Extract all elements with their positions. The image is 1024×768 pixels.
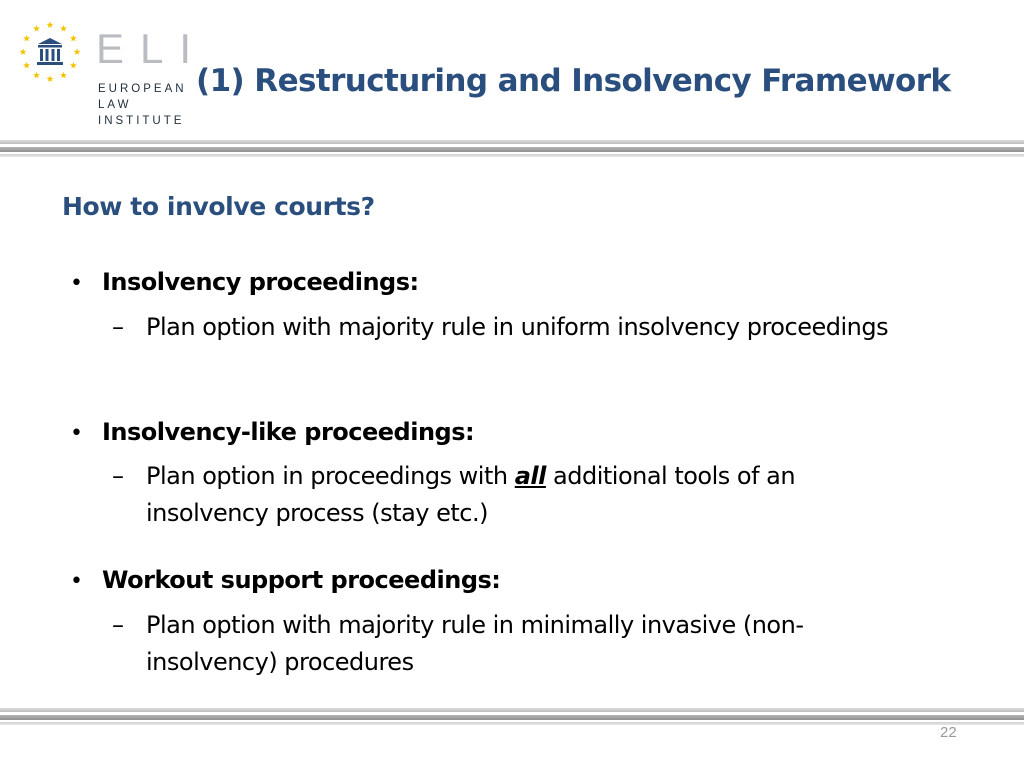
bullet-label: Insolvency-like proceedings: — [102, 418, 475, 446]
eli-emblem-icon — [19, 21, 81, 82]
slide-subtitle: How to involve courts? — [62, 192, 375, 221]
bullet-item: • Insolvency-like proceedings: — [70, 418, 475, 446]
bullet-label: Insolvency proceedings: — [102, 268, 419, 296]
page-number: 22 — [940, 724, 957, 741]
star-icon — [69, 61, 77, 69]
sub-dash: – — [112, 462, 124, 490]
star-icon — [19, 48, 27, 55]
bullet-label: Workout support proceedings: — [102, 566, 501, 594]
star-icon — [46, 21, 54, 28]
star-icon — [73, 48, 81, 55]
logo-line-law: LAW — [98, 99, 132, 111]
sub-text: Plan option with majority rule in minima… — [146, 611, 804, 676]
footer-divider — [0, 708, 1024, 728]
logo-line-institute: INSTITUTE — [98, 115, 185, 127]
sub-item: – Plan option with majority rule in mini… — [112, 607, 912, 681]
sub-dash: – — [112, 611, 124, 639]
sub-item: – Plan option in proceedings with all ad… — [112, 458, 912, 532]
logo-line-european: EUROPEAN — [98, 83, 187, 95]
sub-dash: – — [112, 313, 124, 341]
sub-text-after: additional tools of an insolvency proces… — [146, 462, 796, 527]
logo-letters: ELI — [96, 25, 208, 72]
star-icon — [23, 61, 31, 69]
star-icon — [23, 34, 31, 42]
bullet-item: • Workout support proceedings: — [70, 566, 501, 594]
sub-text-emphasis: all — [514, 462, 547, 490]
bullet-dot: • — [70, 421, 83, 446]
header-divider — [0, 140, 1024, 160]
sub-text-before: Plan option in proceedings with — [146, 462, 515, 490]
star-icon — [60, 71, 67, 79]
eli-logo: ELI EUROPEAN LAW INSTITUTE — [18, 20, 198, 130]
sub-text: Plan option in proceedings with all addi… — [146, 458, 912, 532]
star-icon — [69, 34, 77, 42]
star-icon — [33, 25, 40, 32]
slide-title: (1) Restructuring and Insolvency Framewo… — [196, 63, 951, 99]
sub-text: Plan option with majority rule in unifor… — [146, 313, 889, 341]
bullet-dot: • — [70, 271, 83, 296]
star-icon — [46, 75, 54, 82]
bullet-item: • Insolvency proceedings: — [70, 268, 419, 296]
star-icon — [60, 25, 67, 32]
star-icon — [33, 71, 40, 79]
sub-item: – Plan option with majority rule in unif… — [112, 309, 912, 346]
bullet-dot: • — [70, 569, 83, 594]
